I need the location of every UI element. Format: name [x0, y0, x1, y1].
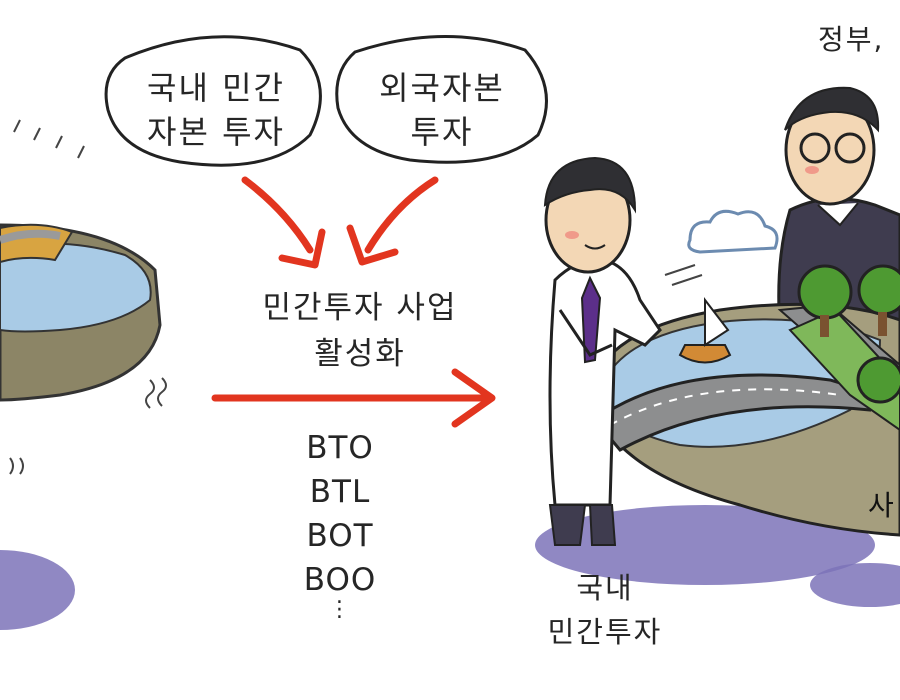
bubble-domestic-line-1: 국내 민간 [147, 69, 285, 107]
center-caption-line-1: 민간투자 사업 [262, 290, 458, 326]
investment-codes: BTO BTL BOT BOO ⋮ [290, 426, 390, 622]
arrow-down-right [364, 176, 439, 254]
domestic-investment-label: 국내 민간투자 [520, 566, 690, 654]
trees [797, 264, 900, 404]
government-label: 정부, [818, 23, 885, 56]
bubble-domestic-text: 국내 민간 자본 투자 [112, 66, 320, 154]
domestic-investor [543, 156, 662, 546]
left-island-path [0, 229, 61, 244]
bottom-label-line-2: 민간투자 [547, 615, 663, 649]
red-arrows [211, 176, 496, 428]
left-island-water [0, 242, 152, 333]
center-caption: 민간투자 사업 활성화 [210, 285, 510, 377]
right-shadow-2 [810, 563, 900, 607]
arrow-down-left [241, 176, 314, 254]
sailboat [678, 297, 732, 364]
project-label: 사 [868, 489, 896, 522]
codes-more: ⋮ [328, 597, 352, 622]
right-shadow [535, 505, 875, 585]
glasses-right [834, 132, 866, 164]
bubble-foreign-text: 외국자본 투자 [338, 66, 546, 154]
thought-bubble-domestic [104, 35, 322, 167]
right-scene [535, 86, 900, 607]
code-item: BOT [306, 518, 374, 554]
code-item: BTL [309, 474, 371, 510]
left-shadow [0, 550, 75, 630]
code-item: BOO [303, 562, 377, 598]
thought-bubble-foreign [335, 35, 548, 164]
bubble-foreign-line-1: 외국자본 [379, 69, 505, 107]
bottom-label-line-1: 국내 [576, 571, 634, 605]
glasses-left [799, 132, 831, 164]
left-island [0, 119, 167, 630]
code-item: BTO [306, 430, 374, 466]
bubble-foreign-line-2: 투자 [410, 113, 474, 151]
cloud [687, 209, 779, 254]
center-caption-line-2: 활성화 [314, 336, 406, 372]
bubble-domestic-line-2: 자본 투자 [147, 113, 285, 151]
